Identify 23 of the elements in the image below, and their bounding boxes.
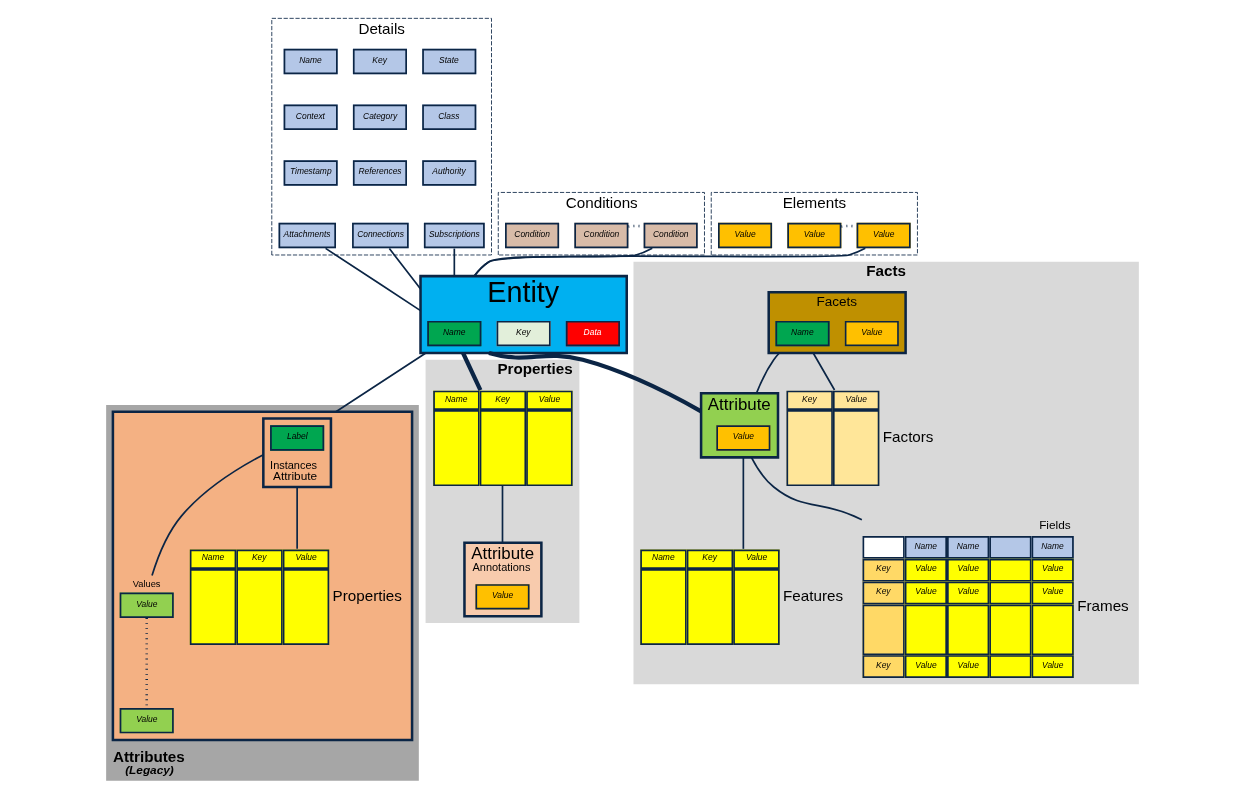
connector <box>501 484 503 544</box>
node-label: Frames <box>1076 596 1129 614</box>
connector <box>334 352 427 413</box>
node-label: Values <box>132 578 160 589</box>
connector <box>755 352 780 394</box>
node-label: Properties <box>332 586 402 604</box>
connector <box>742 456 744 550</box>
connector <box>472 247 866 277</box>
connector <box>750 456 863 521</box>
connector <box>388 247 421 290</box>
connector <box>150 453 264 577</box>
node-label: Factors <box>882 428 933 446</box>
node-label: Fields <box>1038 518 1071 533</box>
connector <box>324 247 421 312</box>
connector <box>460 352 482 391</box>
connector <box>487 350 702 414</box>
connector <box>811 352 835 391</box>
node-label: Annotations <box>471 560 530 573</box>
connector <box>452 247 455 277</box>
connector <box>295 486 298 550</box>
node-label: Instances <box>269 458 317 471</box>
node-label: Features <box>782 586 843 604</box>
cluster <box>111 410 413 742</box>
